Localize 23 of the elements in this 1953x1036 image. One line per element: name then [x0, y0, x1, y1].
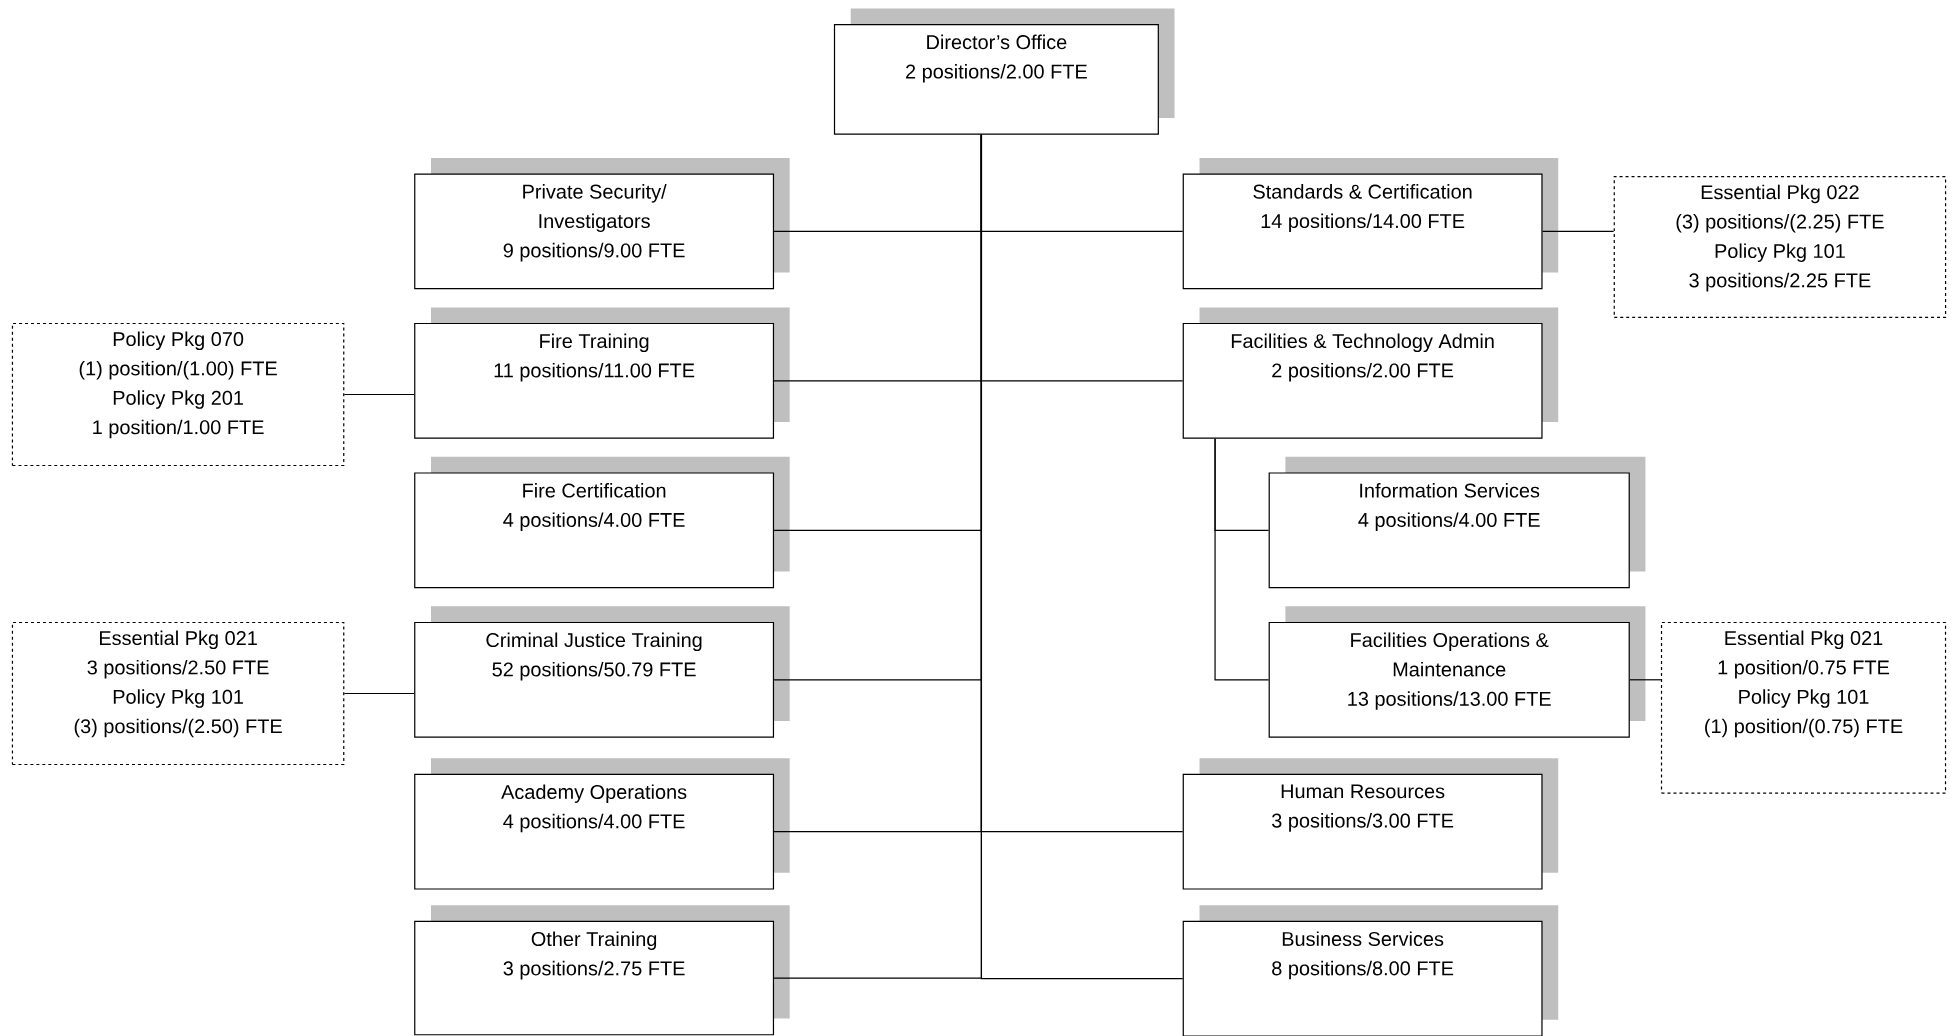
- connector-line: [1214, 438, 1270, 681]
- org-box: Information Services 4 positions/4.00 FTE: [1268, 456, 1646, 589]
- org-box: Business Services 8 positions/8.00 FTE: [1182, 905, 1559, 1036]
- note-box: Essential Pkg 021 1 position/0.75 FTE Policy Pkg 101 (1) position/(0.75) FTE: [1660, 621, 1947, 794]
- note-box: Policy Pkg 070 (1) position/(1.00) FTE Policy Pkg 201 1 position/1.00 FTE: [11, 322, 345, 467]
- connector-line: [343, 393, 415, 396]
- connector-line: [1541, 230, 1615, 232]
- connector-line: [343, 692, 415, 695]
- org-box: Other Training 3 positions/2.75 FTE: [414, 905, 790, 1036]
- org-box: Fire Certification 4 positions/4.00 FTE: [414, 456, 790, 589]
- org-box: Human Resources 3 positions/3.00 FTE: [1182, 758, 1559, 890]
- connector-line: [1629, 679, 1662, 681]
- org-box: Facilities Operations & Maintenance 13 positions/13.00 FTE: [1268, 606, 1646, 738]
- note-box: Essential Pkg 022 (3) positions/(2.25) FTE Policy Pkg 101 3 positions/2.25 FTE: [1613, 176, 1947, 318]
- note-box: Essential Pkg 021 3 positions/2.50 FTE Policy Pkg 101 (3) positions/(2.50) FTE: [11, 621, 345, 766]
- org-box: Private Security/ Investigators 9 positions/9.00 FTE: [414, 157, 790, 290]
- org-box: Director’s Office 2 positions/2.00 FTE: [833, 8, 1175, 135]
- connector-line: [980, 134, 1184, 980]
- org-box: Criminal Justice Training 52 positions/50.79 FTE: [414, 606, 790, 738]
- org-box: Fire Training 11 positions/11.00 FTE: [414, 307, 790, 439]
- org-box: Academy Operations 4 positions/4.00 FTE: [414, 758, 790, 890]
- org-box: Facilities & Technology Admin 2 positions/2.00 FTE: [1182, 307, 1559, 439]
- org-box: Standards & Certification 14 positions/14.00 FTE: [1182, 157, 1559, 290]
